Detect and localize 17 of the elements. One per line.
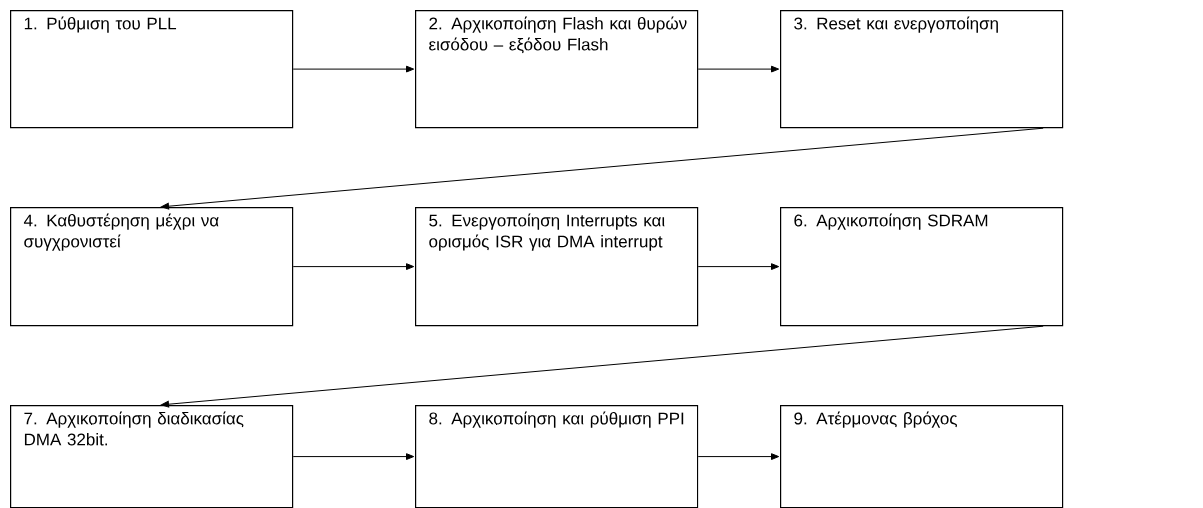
process-box: 9. Ατέρμονας βρόχος	[780, 405, 1064, 508]
process-box: 8. Αρχικοποίηση και ρύθμιση PPI	[415, 405, 699, 508]
arrow	[697, 65, 780, 73]
process-box: 1. Ρύθμιση του PLL	[10, 10, 294, 129]
process-box: 4. Καθυστέρηση μέχρι να συγχρονιστεί	[10, 207, 294, 327]
arrow	[292, 263, 415, 270]
process-box: 7. Αρχικοποίηση διαδικασίας DMA 32bit.	[10, 405, 294, 508]
process-box: 2. Αρχικοποίηση Flash και θυρών εισόδου – εξόδου Flash	[415, 10, 699, 129]
process-box: 6. Αρχικοποίηση SDRAM	[780, 207, 1064, 327]
arrow	[160, 325, 1044, 408]
process-box: 5. Ενεργοποίηση Interrupts και ορισμός ISR για DMA interrupt	[415, 207, 699, 327]
arrow	[292, 65, 415, 73]
arrow	[697, 453, 780, 460]
process-box: 3. Reset και ενεργοποίηση	[780, 10, 1064, 129]
arrow	[160, 127, 1044, 210]
arrow	[697, 263, 780, 270]
arrow	[292, 453, 415, 460]
